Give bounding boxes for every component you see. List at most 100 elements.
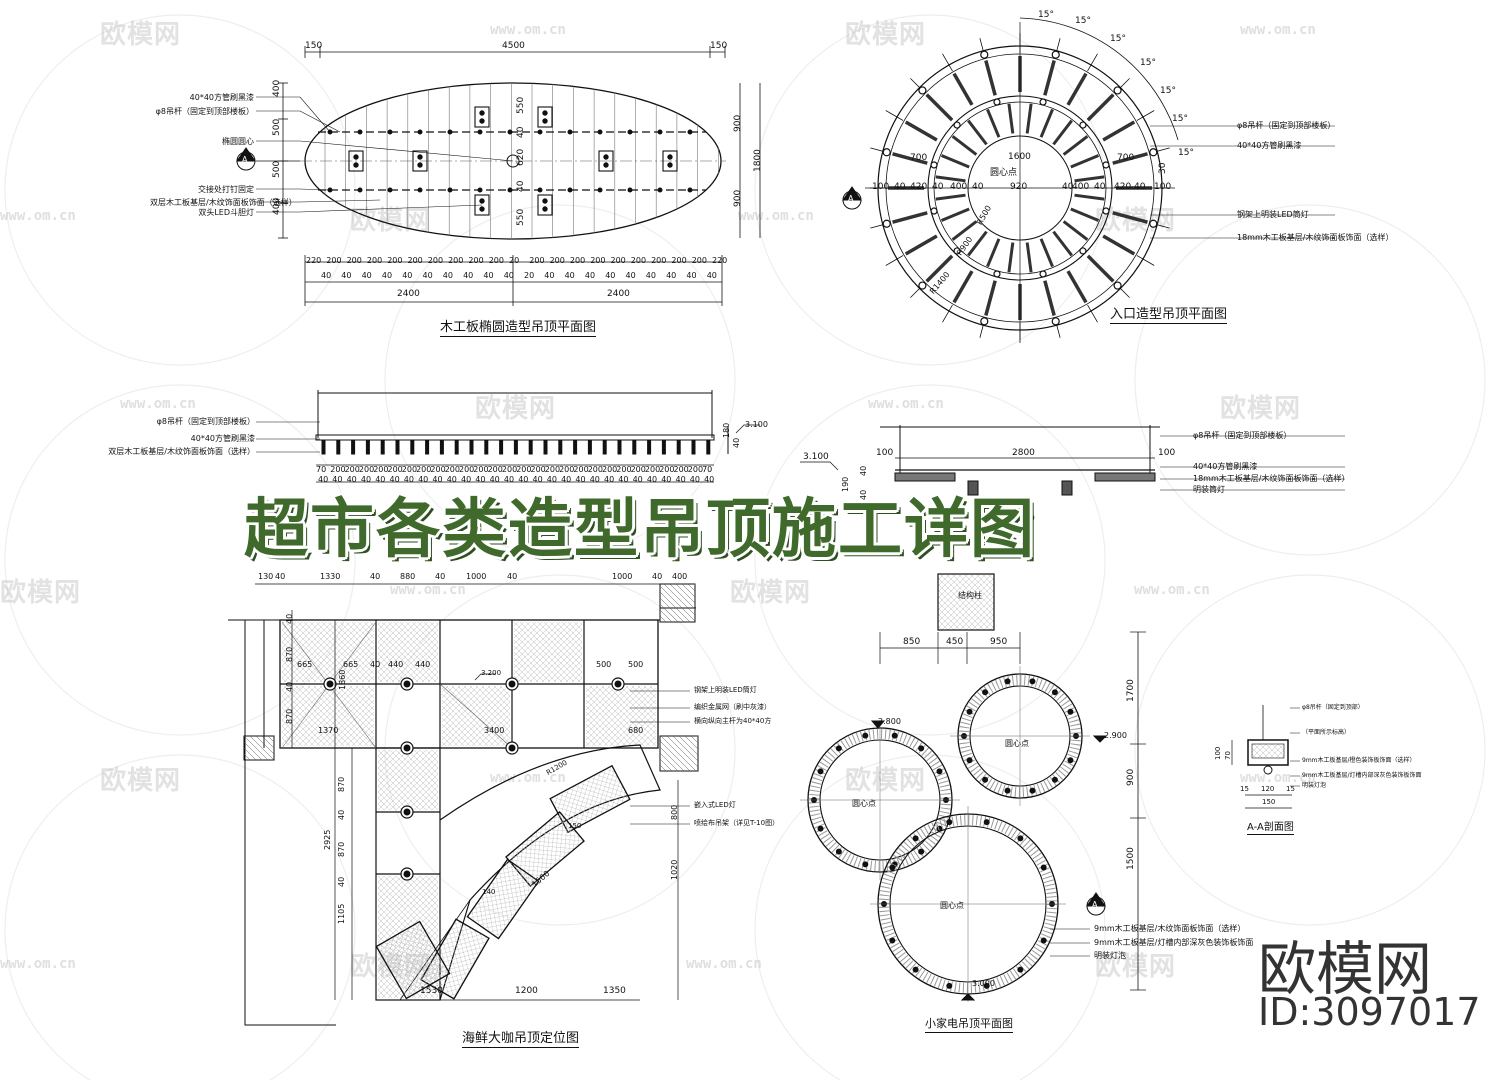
led-downlight xyxy=(1102,207,1110,215)
dimension-label: 200 xyxy=(373,465,389,474)
dimension-label: 1860 xyxy=(338,669,347,690)
radial-batten xyxy=(892,152,928,165)
dimension-label: 40 xyxy=(532,475,543,484)
dimension-label: 1370 xyxy=(318,726,339,735)
radial-batten xyxy=(952,72,974,106)
dimension-label: 420 xyxy=(910,182,928,192)
hatch-line xyxy=(243,753,251,761)
dimension-label: 700 xyxy=(910,153,928,163)
ring-bulb xyxy=(918,848,925,855)
level-mark xyxy=(800,461,839,471)
dimension-label: 200 xyxy=(468,256,484,265)
led-downlight xyxy=(918,86,927,95)
led-bulb xyxy=(417,162,423,168)
hanging-batten xyxy=(543,439,548,455)
section-mark-label: A xyxy=(1092,900,1098,909)
angle-ray xyxy=(1136,255,1155,266)
dimension-label: 2925 xyxy=(323,829,332,850)
dimension-label: 40 xyxy=(503,475,515,484)
dimension-label: 200 xyxy=(358,465,375,474)
dimension-label: 500 xyxy=(596,660,612,669)
dimension-label: 200 xyxy=(559,465,575,474)
dimension-label: 1500 xyxy=(1126,847,1136,870)
led-downlight xyxy=(882,148,891,157)
level-mark xyxy=(960,993,976,1001)
dimension-label: 850 xyxy=(903,637,921,647)
ring-bulb xyxy=(1029,678,1036,685)
dimension-label: 40 xyxy=(475,475,486,484)
radial-batten xyxy=(1052,230,1073,257)
watermark-logo: 欧模网 xyxy=(730,578,812,608)
hanging-batten xyxy=(499,439,504,455)
led-bulb xyxy=(542,206,548,212)
dimension-label: 1000 xyxy=(466,572,487,581)
watermark-logo: 欧模网 xyxy=(350,206,432,236)
dimension-label: 1350 xyxy=(603,986,626,996)
dimension-label: 100 xyxy=(1214,746,1222,760)
level-label: 3.200 xyxy=(481,669,502,677)
radial-batten xyxy=(935,193,966,201)
dimension-label: 40 xyxy=(370,660,381,669)
dimension-label: 200 xyxy=(573,465,589,474)
hatch-line xyxy=(672,735,699,762)
dimension-label: 200 xyxy=(401,465,418,474)
led-bulb xyxy=(667,162,673,168)
dimension-label: 200 xyxy=(549,256,565,265)
note-leader xyxy=(256,140,514,162)
hanging-batten xyxy=(632,439,637,455)
hanging-batten xyxy=(573,439,578,455)
radial-batten xyxy=(1066,270,1088,304)
led-downlight xyxy=(1079,121,1087,129)
dimension-label: 40 xyxy=(321,271,332,280)
level-label: 2.900 xyxy=(1104,731,1127,740)
led-downlight xyxy=(1039,98,1047,106)
watermark-url: www.om.cn xyxy=(0,208,76,224)
dimension-label: 200 xyxy=(602,465,618,474)
hanging-batten xyxy=(513,439,518,455)
led-downlight xyxy=(930,161,938,169)
dimension-label: 800 xyxy=(670,804,679,820)
radial-batten xyxy=(1062,135,1089,156)
hatch-line xyxy=(663,583,696,616)
dimension-label: 200 xyxy=(344,465,360,474)
appliance-ceiling-section xyxy=(800,425,1345,496)
radial-batten xyxy=(1052,119,1073,146)
note-label: 喷绘布吊架（详见T-10图） xyxy=(694,819,780,827)
radial-batten xyxy=(952,270,974,304)
led-bulb xyxy=(479,118,485,124)
level-label: 2.800 xyxy=(878,717,901,726)
led-bulb xyxy=(542,198,548,204)
led-spotlight xyxy=(474,106,490,128)
led-downlight-core xyxy=(614,680,622,688)
watermark-ring xyxy=(1134,574,1486,926)
dimension-label: 40 xyxy=(646,475,658,484)
dimension-label: 1700 xyxy=(1126,679,1136,702)
dimension-label: 40 xyxy=(418,475,429,484)
led-downlight-core xyxy=(403,744,411,752)
note-label: 双层木工板基层/木纹饰面板饰面（选样） xyxy=(150,198,297,207)
led-spotlight xyxy=(598,150,614,172)
angle-ray xyxy=(1087,53,1098,72)
ring-bulb xyxy=(889,937,896,944)
dimension-label: 200 xyxy=(587,465,603,474)
dimension-label: 40 xyxy=(561,475,572,484)
note-label: 明装筒灯 xyxy=(1193,485,1225,494)
hanger-rod-dot xyxy=(567,129,573,135)
dimension-label: 200 xyxy=(473,465,489,474)
radial-batten xyxy=(967,230,988,257)
dimension-label: 40 xyxy=(337,876,346,887)
dimension-label: 40 xyxy=(285,613,294,624)
dimension-label: 40 xyxy=(503,271,514,280)
hatch-line xyxy=(687,583,696,592)
led-downlight-core xyxy=(403,680,411,688)
dimension-label: 200 xyxy=(326,256,342,265)
dimension-label: 400 xyxy=(672,572,688,581)
watermark-url: www.om.cn xyxy=(686,956,762,972)
angle-ray xyxy=(942,53,953,72)
watermark-ring xyxy=(754,14,1106,366)
watermark-url: www.om.cn xyxy=(1240,22,1316,38)
hanger-rod-dot xyxy=(687,187,693,193)
dimension-label: 15° xyxy=(1110,34,1126,44)
led-spotlight xyxy=(662,150,678,172)
hatch-line xyxy=(693,583,696,586)
